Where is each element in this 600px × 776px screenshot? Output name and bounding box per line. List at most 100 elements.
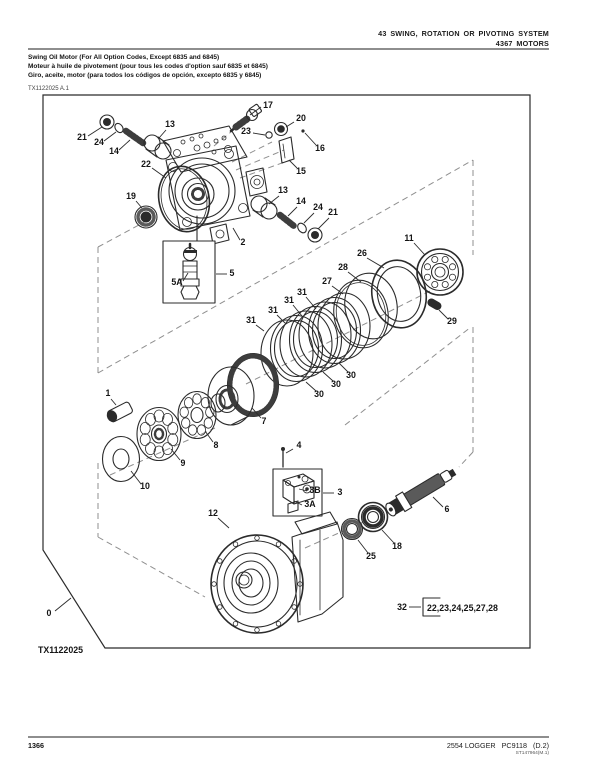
callout-4: 4 <box>297 440 302 450</box>
leader-line <box>432 496 444 508</box>
leader-line <box>293 500 303 506</box>
leader-line <box>285 121 295 128</box>
leader-line <box>118 139 131 151</box>
part-21-plug-upper <box>99 114 115 130</box>
part-13-bushing-lower <box>250 195 278 220</box>
leader-line <box>285 448 294 454</box>
leader-line <box>110 398 117 406</box>
leader-line <box>366 257 385 269</box>
part-24-oring-upper <box>114 122 124 134</box>
part-8-plate <box>177 390 217 440</box>
callout-17: 17 <box>263 100 273 110</box>
callout-31: 31 <box>284 295 294 305</box>
figure-title-en: Swing Oil Motor (For All Option Codes, E… <box>28 54 220 61</box>
callout-14: 14 <box>109 146 119 156</box>
callout-22: 22 <box>141 159 151 169</box>
callout-13: 13 <box>165 119 175 129</box>
part-25-washer <box>340 517 364 541</box>
part-12-housing <box>210 511 344 634</box>
callout-3A: 3A <box>304 499 316 509</box>
leader-line <box>232 227 241 241</box>
part-14-spring-lower <box>276 211 298 230</box>
part-27-snap-ring <box>333 279 389 349</box>
figure-title-es: Giro, aceite, motor (para todos los códi… <box>28 71 262 79</box>
page-number: 1366 <box>28 741 44 750</box>
leader-line <box>287 206 298 217</box>
leader-line <box>322 371 334 382</box>
part-7-cylinder-block <box>207 352 280 426</box>
part-17-relief-valve <box>229 103 262 133</box>
callout-6: 6 <box>445 504 450 514</box>
part-21-plug-lower <box>307 227 323 243</box>
leader-line <box>413 242 426 256</box>
part-18-bearing <box>357 501 389 533</box>
part-16-pin <box>301 129 305 133</box>
part-10-washer <box>101 435 141 483</box>
leader-line <box>217 517 230 529</box>
callout-15: 15 <box>296 166 306 176</box>
callout-0: 0 <box>47 608 52 618</box>
part-20-plug <box>273 121 289 137</box>
callout-21: 21 <box>328 207 338 217</box>
leader-line <box>357 539 369 554</box>
callout-12: 12 <box>208 508 218 518</box>
leader-line <box>298 488 308 492</box>
header-system-title: 43 SWING, ROTATION OR PIVOTING SYSTEM <box>378 29 549 38</box>
leader-line <box>182 272 189 282</box>
leader-line <box>103 131 117 142</box>
part-29-pin <box>427 298 442 310</box>
callout-10: 10 <box>140 481 150 491</box>
leader-line <box>331 285 344 295</box>
figure-title-block: Swing Oil Motor (For All Option Codes, E… <box>28 54 268 80</box>
leader-line <box>251 407 262 419</box>
figure-reference: TX1122025 A.1 <box>28 86 69 92</box>
callout-24: 24 <box>94 137 104 147</box>
part-26-ring <box>370 259 428 329</box>
leader-line <box>276 314 286 324</box>
leader-line <box>135 200 143 209</box>
callout-26: 26 <box>357 248 367 258</box>
callout-7: 7 <box>262 416 267 426</box>
part-30-31-disc-stack <box>260 292 371 387</box>
leader-line <box>170 448 181 461</box>
leader-line <box>54 597 72 612</box>
callout-30: 30 <box>314 389 324 399</box>
part-19-cap <box>134 205 158 229</box>
leader-line <box>158 129 167 139</box>
part-6-shaft <box>385 468 457 517</box>
callout-30: 30 <box>346 370 356 380</box>
leader-line <box>304 132 317 146</box>
part-5-valve-assembly-box <box>162 240 216 304</box>
part-13-bushing-upper <box>143 134 172 160</box>
page-header: 43 SWING, ROTATION OR PIVOTING SYSTEM 43… <box>378 29 549 48</box>
callout-24: 24 <box>313 202 323 212</box>
header-section-title: 4367 MOTORS <box>495 38 549 48</box>
leader-line <box>381 529 395 544</box>
footer-model: 2554 LOGGER PC9118 (D.2) <box>446 741 549 750</box>
callout-16: 16 <box>315 143 325 153</box>
callout-5: 5 <box>230 268 235 278</box>
leader-line <box>249 106 262 116</box>
leader-line <box>305 381 317 392</box>
part-2-housing <box>162 125 268 245</box>
footer-rule <box>28 736 549 738</box>
callout-13: 13 <box>278 185 288 195</box>
part-11-bearing <box>416 248 464 296</box>
part-23-oring <box>265 131 273 139</box>
callout-5A: 5A <box>171 277 183 287</box>
callout-28: 28 <box>338 262 348 272</box>
leader-line <box>204 430 214 443</box>
leader-line <box>252 132 266 136</box>
diagram-border <box>42 94 531 649</box>
part-3-valve-block-box <box>272 468 323 517</box>
part-9-retainer-plate <box>136 406 182 462</box>
callout-25: 25 <box>366 551 376 561</box>
callout-14: 14 <box>296 196 306 206</box>
callout-11: 11 <box>404 233 413 243</box>
part-14-spring-upper <box>122 127 147 147</box>
footer-reference: 2554 LOGGER PC9118 (D.2) ST147964(M.1) <box>447 741 549 756</box>
leader-line <box>305 296 317 310</box>
